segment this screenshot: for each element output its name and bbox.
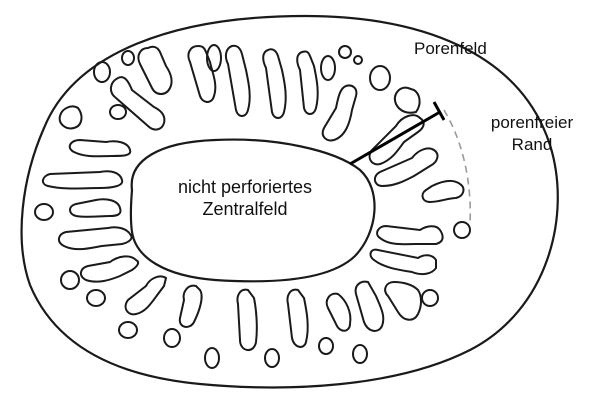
pore: [180, 286, 202, 327]
pore: [138, 47, 171, 94]
pore: [327, 294, 351, 331]
pore: [319, 338, 333, 354]
pore: [119, 322, 137, 338]
pore-free-rim-label: porenfreier Rand: [478, 112, 586, 156]
pore: [122, 51, 134, 65]
pore: [59, 227, 132, 249]
pore: [205, 348, 219, 368]
pore: [385, 282, 421, 320]
pore-field-label: Porenfeld: [414, 38, 487, 60]
pore-free-rim-label-line1: porenfreier: [478, 112, 586, 134]
central-field-label: nicht perforiertes Zentralfeld: [140, 176, 350, 220]
pore-free-rim-label-line2: Rand: [478, 134, 586, 156]
pore: [339, 46, 351, 58]
pore: [70, 140, 131, 156]
pore: [354, 56, 362, 64]
pore-field-width-line: [350, 112, 440, 164]
pore: [370, 115, 424, 164]
pore: [43, 171, 122, 188]
pore: [422, 290, 438, 306]
pore: [60, 106, 82, 128]
pore: [375, 148, 438, 186]
pore-free-rim-guide: [444, 110, 470, 224]
pore: [356, 282, 384, 331]
pore: [126, 276, 166, 314]
pore: [81, 256, 138, 281]
pore: [454, 222, 470, 238]
pore: [70, 199, 121, 217]
pore: [61, 271, 79, 289]
pore: [370, 66, 390, 90]
pore: [353, 345, 367, 363]
pore: [110, 105, 126, 119]
pore: [188, 46, 215, 102]
pore: [265, 349, 279, 367]
pore: [287, 290, 307, 347]
pore: [94, 62, 110, 82]
pore: [164, 329, 180, 347]
pore: [35, 204, 53, 220]
pore: [297, 51, 317, 114]
pore: [226, 46, 250, 116]
pore: [111, 77, 164, 129]
pore: [377, 226, 443, 244]
pore: [87, 290, 105, 306]
pore: [323, 85, 357, 140]
central-field-label-line1: nicht perforiertes: [140, 176, 350, 198]
pore: [371, 250, 436, 274]
pore: [237, 290, 256, 350]
pore: [423, 181, 464, 202]
central-field-label-line2: Zentralfeld: [140, 198, 350, 220]
pore: [321, 56, 335, 80]
pore: [263, 49, 285, 118]
pore: [395, 88, 420, 113]
pore-field-end-tick: [434, 102, 444, 120]
